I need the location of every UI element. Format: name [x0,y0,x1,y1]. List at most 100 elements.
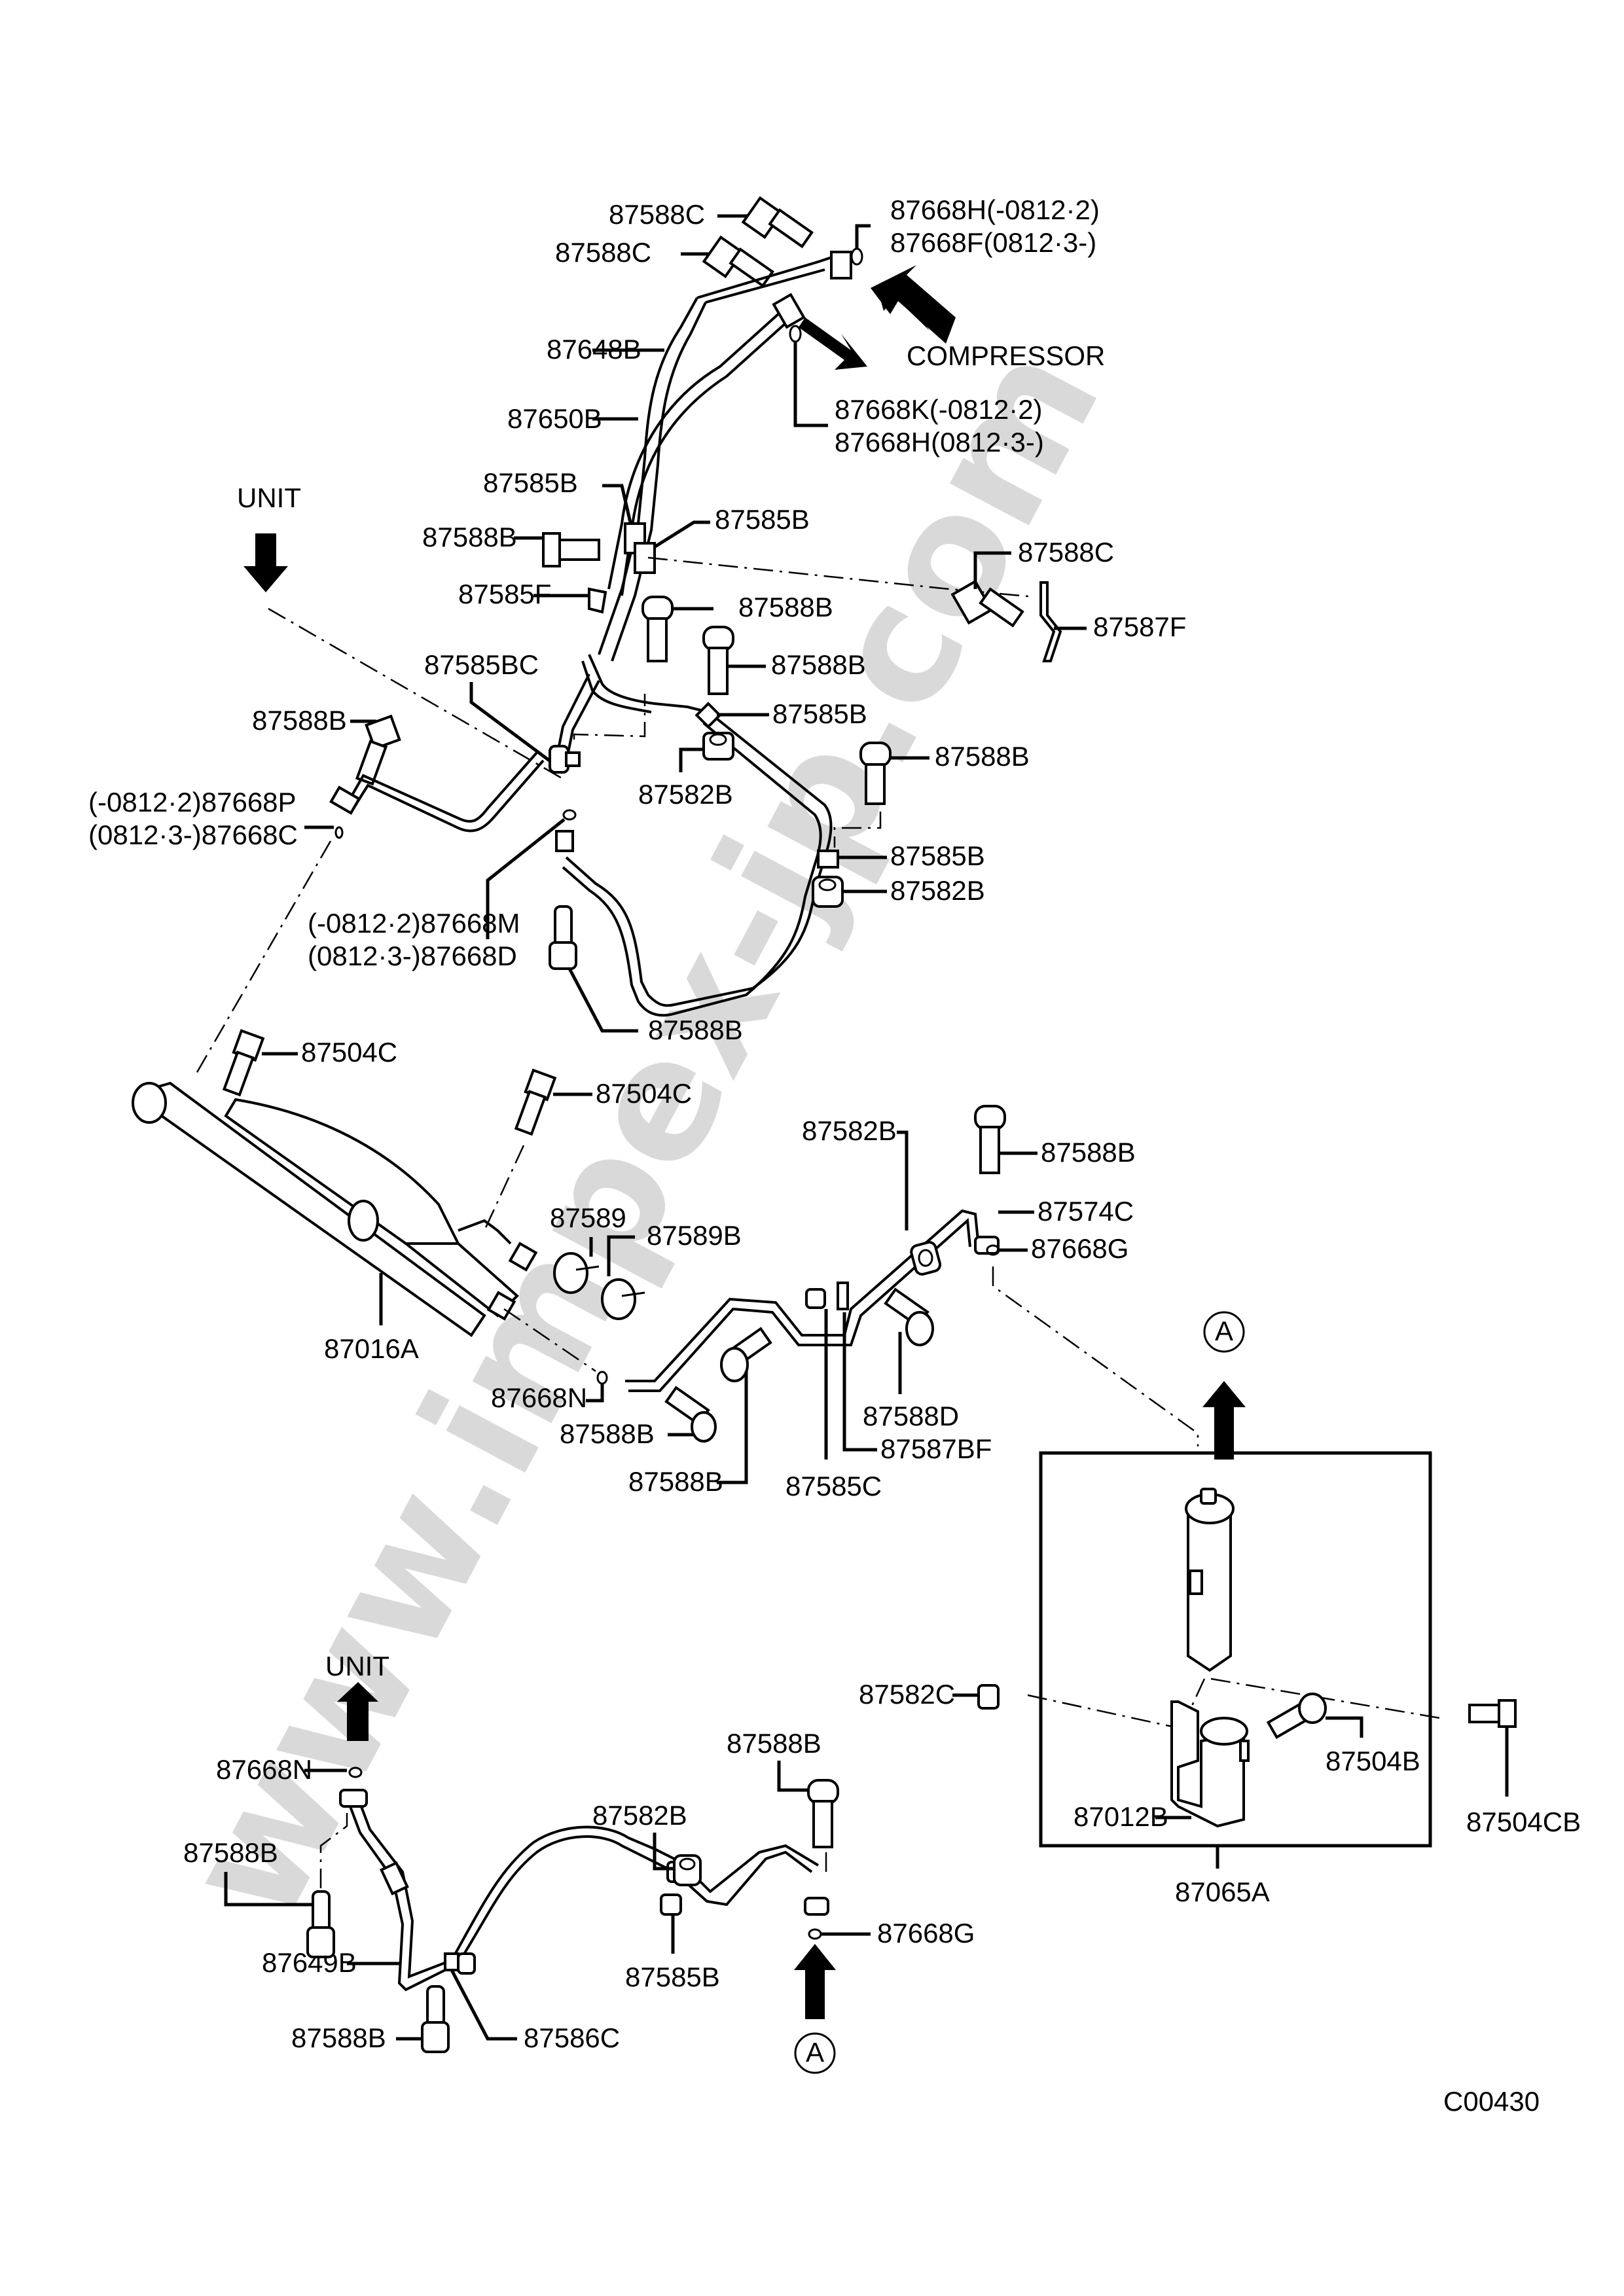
label-87668d-late[interactable]: (0812·3-)87668D [308,941,517,971]
label-87588b-12[interactable]: 87588B [727,1728,821,1759]
nut-87582b-4[interactable] [673,1854,702,1886]
label-87504cb[interactable]: 87504CB [1466,1806,1581,1837]
clamp-87585f[interactable] [588,587,607,614]
bolt-87588b-8[interactable] [720,1327,772,1382]
label-87588c-3[interactable]: 87588C [1018,537,1114,567]
label-87582b-2[interactable]: 87582B [890,875,985,906]
label-87668n-1[interactable]: 87668N [491,1382,587,1413]
clamp-87585b-4[interactable] [817,850,839,869]
label-87585f[interactable]: 87585F [458,579,551,609]
condenser-87016a[interactable] [132,1081,538,1337]
pipe-flange-87668m[interactable] [555,830,574,852]
bolt-87588c-1[interactable] [717,196,814,249]
label-87504b[interactable]: 87504B [1326,1746,1420,1776]
nut-87582b-1[interactable] [702,732,734,761]
label-87582b-1[interactable]: 87582B [638,779,733,810]
label-87588b-1[interactable]: 87588B [422,522,517,552]
clamp-87574c[interactable] [974,1236,1000,1255]
label-87588b-11[interactable]: 87588B [291,2022,386,2053]
label-87668g-2[interactable]: 87668G [877,1918,975,1948]
o-ring-87668p-c[interactable] [334,826,344,839]
bolt-87588b-12[interactable] [807,1779,839,1848]
bolt-87588b-7[interactable] [974,1105,1006,1174]
bolt-87588b-3[interactable] [702,626,734,695]
bolt-87588b-1[interactable] [542,532,600,567]
o-ring-87668m-d[interactable] [562,809,577,821]
hose-87650b[interactable] [607,293,806,596]
label-87588b-7[interactable]: 87588B [1041,1137,1136,1168]
label-87668g-1[interactable]: 87668G [1031,1233,1128,1264]
label-87585b-1[interactable]: 87585B [483,467,578,498]
label-87668n-2[interactable]: 87668N [216,1754,312,1785]
bolt-87504b[interactable] [1266,1693,1327,1739]
label-87585c[interactable]: 87585C [785,1471,882,1501]
clamp-87585b-3[interactable] [695,702,722,729]
label-87585b-3[interactable]: 87585B [772,698,867,729]
label-87589[interactable]: 87589 [550,1202,626,1233]
bolt-87588c-2[interactable] [681,235,775,288]
clamp-87586c[interactable] [444,1952,460,1971]
label-87574c[interactable]: 87574C [1038,1196,1134,1227]
label-87065a[interactable]: 87065A [1175,1876,1270,1907]
label-87585b-4[interactable]: 87585B [890,840,985,871]
bolt-87504c-1[interactable] [222,1029,265,1097]
label-87588c-1[interactable]: 87588C [609,199,705,230]
bracket-87587f[interactable] [1039,581,1062,662]
label-87668h-early[interactable]: 87668H(-0812·2) [890,194,1100,225]
label-87585bc[interactable]: 87585BC [424,649,539,680]
o-ring-87668g-2[interactable] [808,1928,822,1940]
o-ring-87668n-1[interactable] [596,1371,608,1385]
label-87587f[interactable]: 87587F [1093,611,1186,642]
bolt-87588b-5[interactable] [355,714,401,786]
label-87588b-10[interactable]: 87588B [183,1837,278,1868]
bolt-87504c-2[interactable] [514,1068,557,1136]
bolt-87588b-11[interactable] [421,1985,450,2053]
bracket-87012b[interactable] [1170,1700,1250,1828]
label-87504c-2[interactable]: 87504C [596,1078,692,1109]
clamp-87585b-5[interactable] [660,1893,682,1916]
label-87585b-2[interactable]: 87585B [715,504,810,535]
nut-87582b-3[interactable] [910,1241,942,1276]
clamp-87585c[interactable] [805,1288,826,1309]
label-87588b-6[interactable]: 87588B [648,1014,743,1045]
clip-87589b[interactable] [601,1278,645,1320]
clamp-bottom-flange[interactable] [804,1897,829,1916]
hose-87648b[interactable] [598,251,852,662]
label-87668k-early[interactable]: 87668K(-0812·2) [835,394,1043,425]
label-87668c-late[interactable]: (0812·3-)87668C [88,819,298,850]
label-87587bf[interactable]: 87587BF [880,1433,992,1464]
bolt-87588b-10[interactable] [306,1890,335,1958]
label-87588b-4[interactable]: 87588B [935,741,1030,772]
clip-87589[interactable] [553,1252,600,1294]
pipe-unit-connector[interactable] [329,751,545,833]
bolt-87588b-2[interactable] [641,596,674,662]
label-87650b[interactable]: 87650B [507,403,602,434]
bolt-87588c-3[interactable] [950,579,1024,628]
label-87668f-late[interactable]: 87668F(0812·3-) [890,227,1096,258]
bolt-87504cb[interactable] [1468,1699,1517,1728]
bolt-87588d[interactable] [884,1287,934,1346]
o-ring-87668k-h[interactable] [789,325,802,343]
label-87648b[interactable]: 87648B [547,334,641,365]
label-87582b-4[interactable]: 87582B [592,1800,687,1831]
o-ring-87668g-1[interactable] [986,1244,1000,1256]
bracket-87587bf[interactable] [837,1282,849,1310]
bolt-87588b-4[interactable] [859,742,892,805]
label-87016a[interactable]: 87016A [324,1333,419,1364]
label-87588c-2[interactable]: 87588C [555,237,651,268]
label-87668m-early[interactable]: (-0812·2)87668M [308,908,520,939]
label-87582c[interactable]: 87582C [859,1679,955,1710]
label-87588b-8[interactable]: 87588B [628,1466,723,1497]
label-87588d[interactable]: 87588D [863,1401,959,1431]
label-87586c[interactable]: 87586C [524,2022,620,2053]
o-ring-87668n-2[interactable] [348,1767,363,1778]
label-87668p-early[interactable]: (-0812·2)87668P [88,787,297,817]
bolt-87588b-9[interactable] [664,1386,717,1443]
nut-87582b-2[interactable] [812,876,844,908]
pipe-87649b[interactable] [339,1789,820,1992]
label-87668h-late[interactable]: 87668H(0812·3-) [835,427,1044,457]
nut-87582c[interactable] [977,1684,1000,1710]
label-87588b-2[interactable]: 87588B [738,592,833,622]
label-87585b-5[interactable]: 87585B [625,1962,720,1992]
label-87588b-3[interactable]: 87588B [771,649,866,680]
